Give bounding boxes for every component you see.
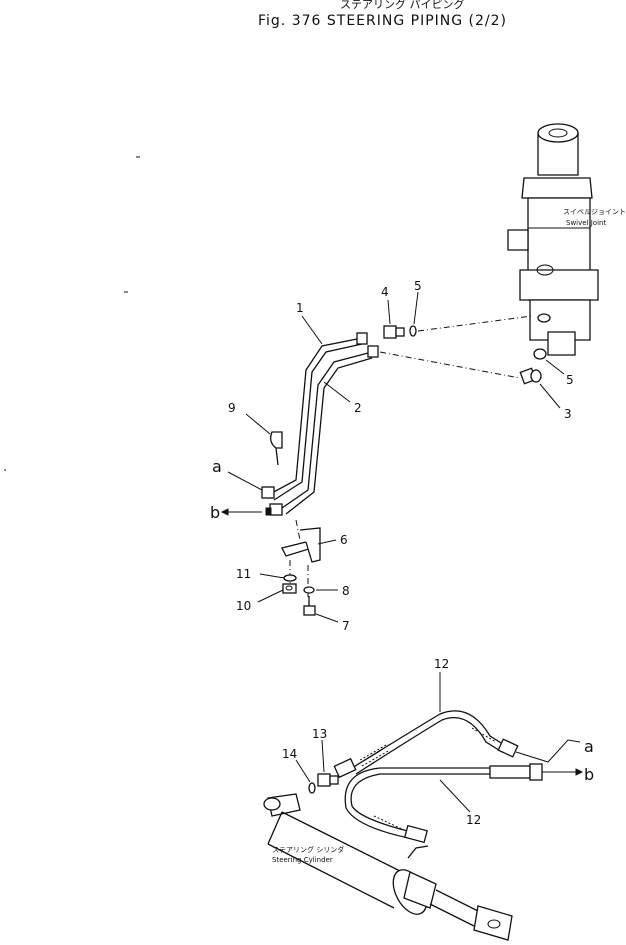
- scan-specks: [4, 156, 140, 471]
- tube-2-end-fitting: [367, 345, 379, 358]
- tube-b-end-fitting: [269, 503, 283, 516]
- callout-2: 2: [354, 401, 362, 415]
- fitting-b-nut: [265, 507, 272, 516]
- o-ring-14: [308, 782, 316, 794]
- tube-1: [269, 337, 363, 501]
- title-japanese: ステアリング パイピング: [340, 0, 465, 11]
- nut-10: [282, 583, 297, 594]
- washer-11: [283, 574, 297, 582]
- callout-12-lower: 12: [466, 813, 481, 827]
- elbow-3: [519, 367, 542, 385]
- swivel-joint: [507, 123, 599, 356]
- label-a-upper: a: [212, 457, 222, 476]
- assembly-guide-lines: [289, 315, 533, 600]
- clip-9: [270, 431, 283, 466]
- connector-4: [383, 325, 405, 339]
- tube-2: [281, 351, 373, 515]
- swivel-joint-label-jp: スイベルジョイント: [563, 208, 626, 216]
- label-a-lower: a: [584, 737, 594, 756]
- lower-callouts: 12 12 13 14 a b: [282, 657, 594, 827]
- callout-8: 8: [342, 584, 350, 598]
- hose-12-upper: [333, 710, 519, 779]
- callout-13: 13: [312, 727, 327, 741]
- callout-6: 6: [340, 533, 348, 547]
- hose-12-lower: [344, 763, 543, 844]
- callout-7: 7: [342, 619, 350, 633]
- steering-cylinder: [263, 793, 513, 941]
- o-ring-5-lower: [533, 348, 547, 360]
- callout-9: 9: [228, 401, 236, 415]
- bracket-6: [281, 527, 321, 563]
- swivel-joint-label-en: Swivel Joint: [566, 219, 606, 227]
- tube-1-end-fitting: [356, 332, 368, 345]
- connector-13: [317, 773, 339, 787]
- steering-cylinder-label-jp: ステアリング シリンダ: [272, 845, 344, 854]
- label-b-lower: b: [584, 765, 594, 784]
- figure-title: Fig. 376 STEERING PIPING (2/2): [258, 13, 507, 29]
- callout-11: 11: [236, 567, 251, 581]
- bolt-7: [303, 596, 316, 616]
- callout-4: 4: [381, 285, 389, 299]
- callout-5-lower: 5: [566, 373, 574, 387]
- tube-a-end-fitting: [261, 486, 275, 499]
- callout-3: 3: [564, 407, 572, 421]
- upper-callouts: 1 2 4 5 5 3 9 6 11 10 8 7 a b: [210, 279, 574, 633]
- callout-12-upper: 12: [434, 657, 449, 671]
- callout-14: 14: [282, 747, 297, 761]
- washer-8: [303, 586, 315, 594]
- callout-5-upper: 5: [414, 279, 422, 293]
- callout-10: 10: [236, 599, 251, 613]
- callout-1: 1: [296, 301, 304, 315]
- label-b-upper: b: [210, 503, 220, 522]
- o-ring-5-upper: [409, 325, 417, 337]
- steering-cylinder-label-en: Steering Cylinder: [272, 856, 333, 864]
